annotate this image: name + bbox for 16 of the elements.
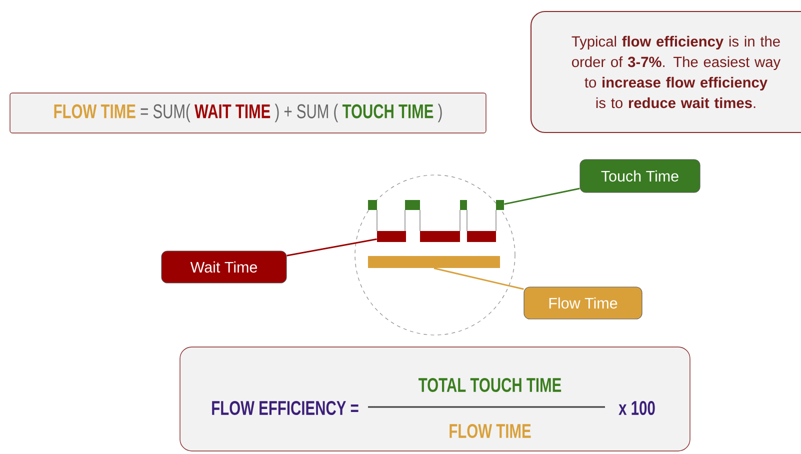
flow-bar <box>368 256 500 268</box>
leader-line <box>286 238 377 256</box>
formula-box: FLOW TIME = SUM( WAIT TIME ) + SUM ( TOUCH TIME ) <box>10 92 486 134</box>
formula-term: FLOW EFFICIENCY = <box>212 400 358 416</box>
touch-segment <box>496 200 504 210</box>
touch-time-callout: Touch Time <box>580 159 700 193</box>
flow-time-callout: Flow Time <box>524 286 642 320</box>
wait-time-callout: Wait Time <box>161 250 287 284</box>
note-box: Typical flow efficiency is in the order of 3-7%. The easiest way to increase flow efficiency is to reduce wait times. <box>530 10 801 134</box>
zoom-circle <box>354 174 516 336</box>
formula-term: TOTAL TOUCH TIME <box>418 378 562 392</box>
leader-line <box>434 267 524 290</box>
formula-term: FLOW TIME <box>450 424 531 438</box>
leader-line <box>504 188 580 205</box>
wait-segment <box>377 231 406 242</box>
formula-term: x 100 <box>618 400 655 416</box>
